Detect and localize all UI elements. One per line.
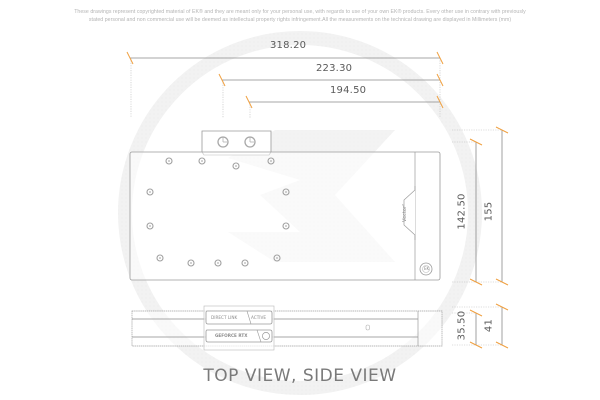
dimension-terminal-to-end [218,73,444,118]
copyright-disclaimer: These drawings represent copyrighted mat… [0,9,600,24]
mounting-screws [146,157,290,267]
active-label: ACTIVE [251,315,267,320]
label-overall-height: 155 [483,201,495,222]
page-title: TOP VIEW, SIDE VIEW [203,366,397,386]
ek-badge-text: EK [424,266,430,271]
terminal-box [201,130,272,156]
dimension-block-thickness [452,309,502,349]
side-view-block [131,305,443,351]
label-overall-thickness: 41 [483,318,495,333]
direct-link-label: DIRECT LINK [211,315,238,320]
vector-logo-text: Vector² [401,204,408,222]
dimension-overall-height [452,126,509,286]
dimension-overall-thickness [452,303,509,349]
label-terminal-to-end: 223.30 [316,63,353,74]
label-block-thickness: 35.50 [456,310,468,341]
disclaimer-line-2: stated personal and non commercial use w… [88,16,512,23]
geforce-label: GEFORCE RTX [215,333,248,338]
label-block-height: 142.50 [456,193,468,230]
label-overall-length: 318.20 [270,40,307,51]
disclaimer-line-1: These drawings represent copyrighted mat… [74,9,526,15]
dimension-block-height [452,138,502,286]
top-view-block [129,151,441,281]
dimension-port-to-end [245,95,444,118]
label-port-to-end: 194.50 [330,85,367,96]
dimension-overall-length [126,51,444,118]
